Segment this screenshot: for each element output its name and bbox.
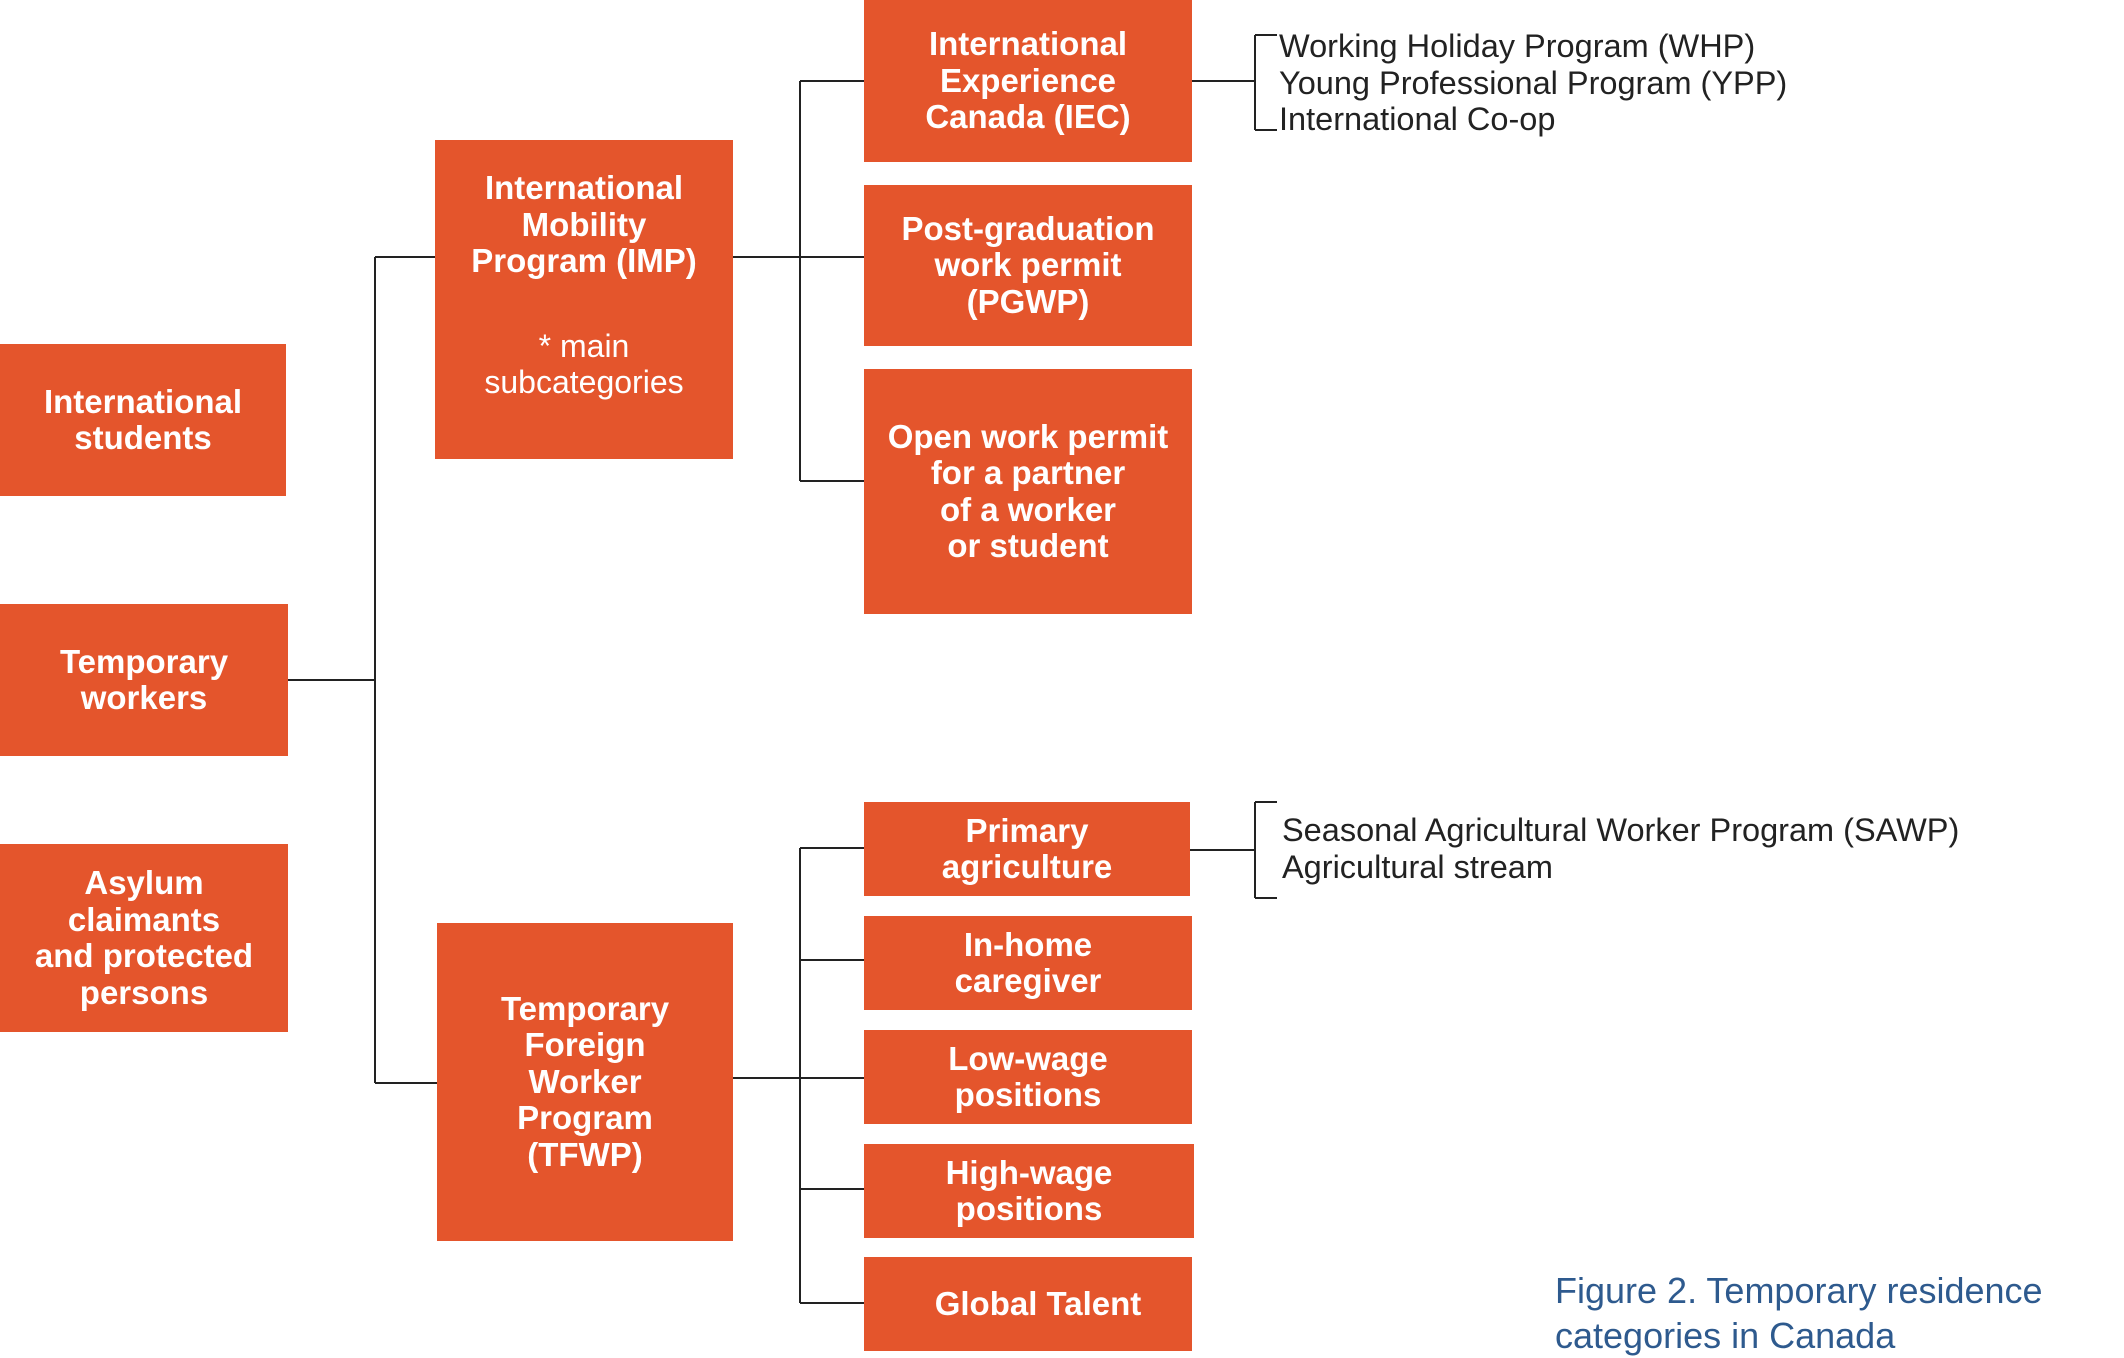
figure-caption: Figure 2. Temporary residence categories… xyxy=(1555,1270,2043,1356)
subcategory-iec: International Experience Canada (IEC) xyxy=(864,0,1192,162)
list-item: Seasonal Agricultural Worker Program (SA… xyxy=(1282,812,1960,848)
subcategory-label: Low-wage positions xyxy=(948,1039,1108,1113)
list-item: Working Holiday Program (WHP) xyxy=(1279,28,1756,64)
subcategory-label: Open work permit for a partner of a work… xyxy=(887,417,1169,564)
subcategory-label: Global Talent xyxy=(934,1284,1142,1322)
subcategory-primary-agriculture: Primary agriculture xyxy=(864,802,1190,896)
program-title: International Mobility Program (IMP) xyxy=(471,169,697,279)
category-label: Asylum claimants and protected persons xyxy=(34,864,254,1011)
category-international-students: International students xyxy=(0,344,286,496)
category-label: International students xyxy=(43,382,243,456)
category-temporary-workers: Temporary workers xyxy=(0,604,288,756)
program-note: * main subcategories xyxy=(484,327,684,400)
subcategory-open-work-permit: Open work permit for a partner of a work… xyxy=(864,369,1192,614)
subcategory-label: High-wage positions xyxy=(945,1153,1113,1227)
subcategory-in-home-caregiver: In-home caregiver xyxy=(864,916,1192,1010)
program-tfwp: Temporary Foreign Worker Program (TFWP) xyxy=(437,923,733,1241)
category-asylum-claimants: Asylum claimants and protected persons xyxy=(0,844,288,1032)
subcategory-global-talent: Global Talent xyxy=(864,1257,1192,1351)
program-title: Temporary Foreign Worker Program (TFWP) xyxy=(500,989,670,1173)
subcategory-pgwp: Post-graduation work permit (PGWP) xyxy=(864,185,1192,346)
subcategory-label: Post-graduation work permit (PGWP) xyxy=(901,209,1155,320)
list-item: International Co-op xyxy=(1279,101,1556,137)
subcategory-label: Primary agriculture xyxy=(941,811,1113,885)
list-item: Young Professional Program (YPP) xyxy=(1279,64,1788,101)
list-item: Agricultural stream xyxy=(1282,848,1553,885)
subcategory-high-wage: High-wage positions xyxy=(864,1144,1194,1238)
category-label: Temporary workers xyxy=(59,642,229,716)
subcategory-low-wage: Low-wage positions xyxy=(864,1030,1192,1124)
subcategory-label: In-home caregiver xyxy=(954,925,1102,999)
agriculture-streams-list: Seasonal Agricultural Worker Program (SA… xyxy=(1282,812,1959,885)
program-imp: International Mobility Program (IMP) * m… xyxy=(435,140,733,459)
subcategory-label: International Experience Canada (IEC) xyxy=(925,25,1131,136)
iec-streams-list: Working Holiday Program (WHP) Young Prof… xyxy=(1279,28,1787,138)
